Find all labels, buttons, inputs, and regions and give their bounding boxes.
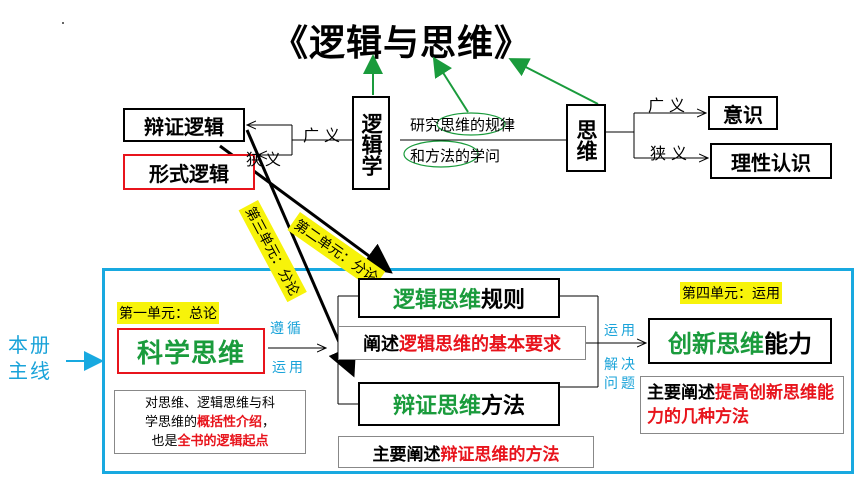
- highlight-ellipse-1: [436, 112, 506, 136]
- green-arrow-thinking: [508, 58, 599, 105]
- box-innovation-desc: 主要阐述提高创新思维能力的几种方法: [640, 376, 844, 434]
- label-formal-logic: 形式逻辑: [149, 161, 229, 186]
- box-dialectical-logic: 辩证逻辑: [123, 108, 245, 142]
- box-summary: 对思维、逻辑思维与科 学思维的概括性介绍， 也是全书的逻辑起点: [114, 390, 306, 454]
- diagram-title: 《逻辑与思维》: [272, 23, 532, 64]
- label-innovation-black: 能力: [764, 329, 812, 358]
- box-basic-requirements: 阐述逻辑思维的基本要求: [338, 326, 586, 360]
- label-consciousness: 意识: [723, 102, 763, 127]
- label-dialectic-green: 辩证思维: [392, 394, 481, 419]
- box-innovation: 创新思维能力: [648, 318, 832, 364]
- summary-line-1: 对思维、逻辑思维与科: [144, 396, 275, 411]
- label-apply-left: 运用: [272, 360, 306, 376]
- label-solve-problems: 解决 问题: [604, 357, 638, 392]
- box-rational-cognition: 理性认识: [710, 143, 832, 179]
- side-label-line-1: 本册: [8, 333, 52, 357]
- label-innovation-methods: 提高创新思维能力的几种方法: [647, 383, 834, 427]
- label-logic-rules-black: 规则: [481, 288, 526, 313]
- label-guangyi-right: 广义: [648, 96, 691, 115]
- box-logic-rules: 逻辑思维规则: [358, 278, 560, 318]
- corner-dot: [62, 22, 64, 24]
- label-xiayi-right: 狭义: [650, 144, 693, 163]
- green-arrow-definition: [432, 56, 469, 113]
- label-dialectic-methods: 辩证思维的方法: [440, 444, 560, 465]
- summary-line-2: 学思维的概括性介绍，: [144, 415, 276, 430]
- box-dialectic-method: 辩证思维方法: [358, 382, 560, 426]
- label-rational-cognition: 理性认识: [731, 150, 811, 175]
- label-apply-right: 运用: [604, 323, 638, 339]
- box-thinking: 思维: [566, 104, 606, 172]
- label-unit1: 第一单元：总论: [117, 302, 219, 324]
- highlight-ellipse-2: [403, 140, 479, 168]
- side-label-line-2: 主线: [8, 359, 52, 383]
- label-scientific-thinking: 科学思维: [136, 338, 245, 369]
- box-consciousness: 意识: [708, 96, 778, 130]
- label-basic-requirements: 逻辑思维的基本要求: [399, 334, 561, 355]
- box-logic: 逻辑学: [352, 96, 390, 190]
- main-frame: [102, 268, 854, 474]
- summary-line-3: 也是全书的逻辑起点: [151, 434, 269, 449]
- label-logic: 逻辑学: [359, 113, 383, 176]
- box-scientific-thinking: 科学思维: [117, 328, 265, 374]
- label-innovation-green: 创新思维: [668, 329, 764, 358]
- label-unit4: 第四单元：运用: [680, 282, 782, 304]
- definition-line-1: 研究思维的规律: [410, 116, 516, 134]
- label-xiayi-left: 狭义: [246, 150, 285, 169]
- label-guangyi-left: 广义: [303, 126, 346, 145]
- label-dialectic-black: 方法: [481, 394, 526, 419]
- arrow-dialectic-to-method: [245, 129, 357, 378]
- label-logic-rules-green: 逻辑思维: [392, 288, 481, 313]
- definition-line-2: 和方法的学问: [410, 147, 501, 165]
- label-thinking: 思维: [574, 119, 598, 161]
- box-formal-logic: 形式逻辑: [123, 154, 255, 190]
- box-main-dialectic-explain: 主要阐述辩证思维的方法: [338, 436, 594, 468]
- label-dialectical-logic: 辩证逻辑: [144, 114, 224, 139]
- label-follow: 遵循: [270, 321, 304, 337]
- side-label: 本册 主线: [8, 332, 52, 384]
